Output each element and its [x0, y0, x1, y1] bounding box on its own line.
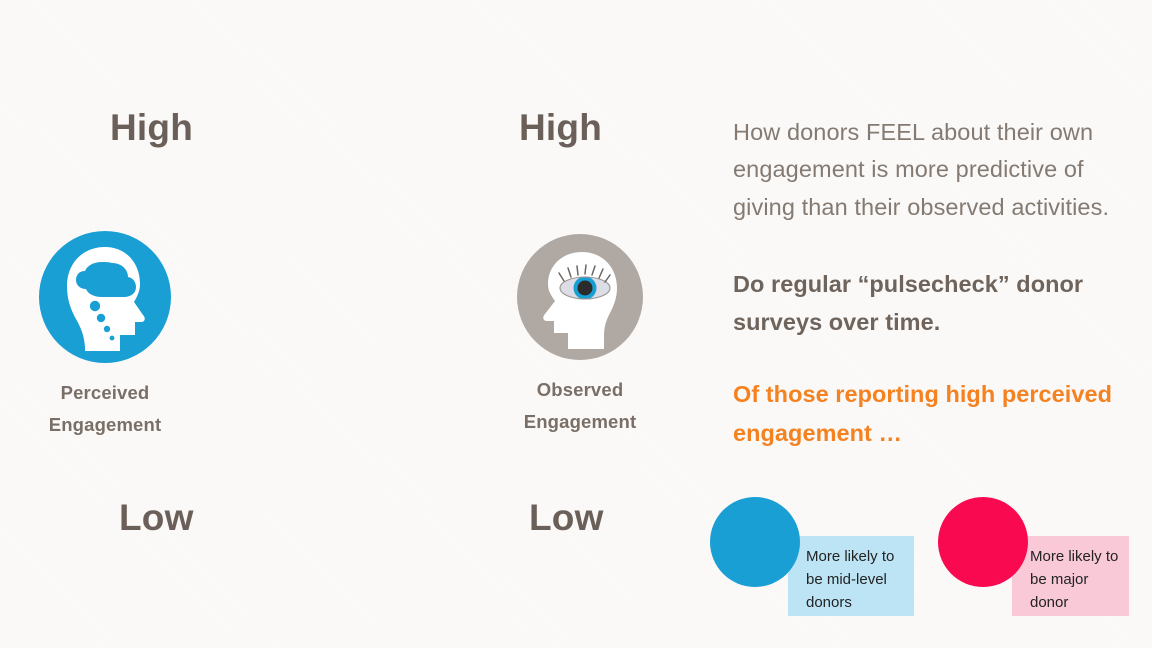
perceived-low-label: Low: [119, 497, 194, 538]
observed-caption-line-2: Engagement: [523, 410, 637, 432]
perceived-engagement-block: Perceived Engagement: [0, 230, 210, 441]
observed-high-label: High: [519, 107, 603, 148]
callout-major-donor-dot: [938, 497, 1028, 587]
perceived-high-label: High: [110, 107, 194, 148]
observed-low-label: Low: [529, 497, 604, 538]
highlight-paragraph: Of those reporting high perceived engage…: [733, 381, 1113, 446]
insight-text-column: How donors FEEL about their own engageme…: [733, 90, 1143, 475]
observed-engagement-block: Observed Engagement: [470, 233, 690, 438]
callout-mid-level-donors-dot: [710, 497, 800, 587]
callout-mid-level-donors-box: More likely to be mid-level donors: [788, 536, 914, 616]
observed-caption-line-1: Observed: [536, 379, 624, 400]
lead-paragraph: How donors FEEL about their own engageme…: [733, 118, 1110, 220]
head-thought-brain-icon: [39, 231, 171, 363]
perceived-caption-line-2: Engagement: [48, 413, 162, 435]
observed-engagement-caption: Observed Engagement: [470, 374, 690, 438]
action-paragraph: Do regular “pulsecheck” donor surveys ov…: [733, 271, 1084, 335]
perceived-engagement-caption: Perceived Engagement: [0, 377, 210, 441]
head-eye-observed-icon: [517, 234, 643, 360]
perceived-caption-line-1: Perceived: [60, 382, 150, 403]
callout-major-donor-box: More likely to be major donor: [1012, 536, 1129, 616]
